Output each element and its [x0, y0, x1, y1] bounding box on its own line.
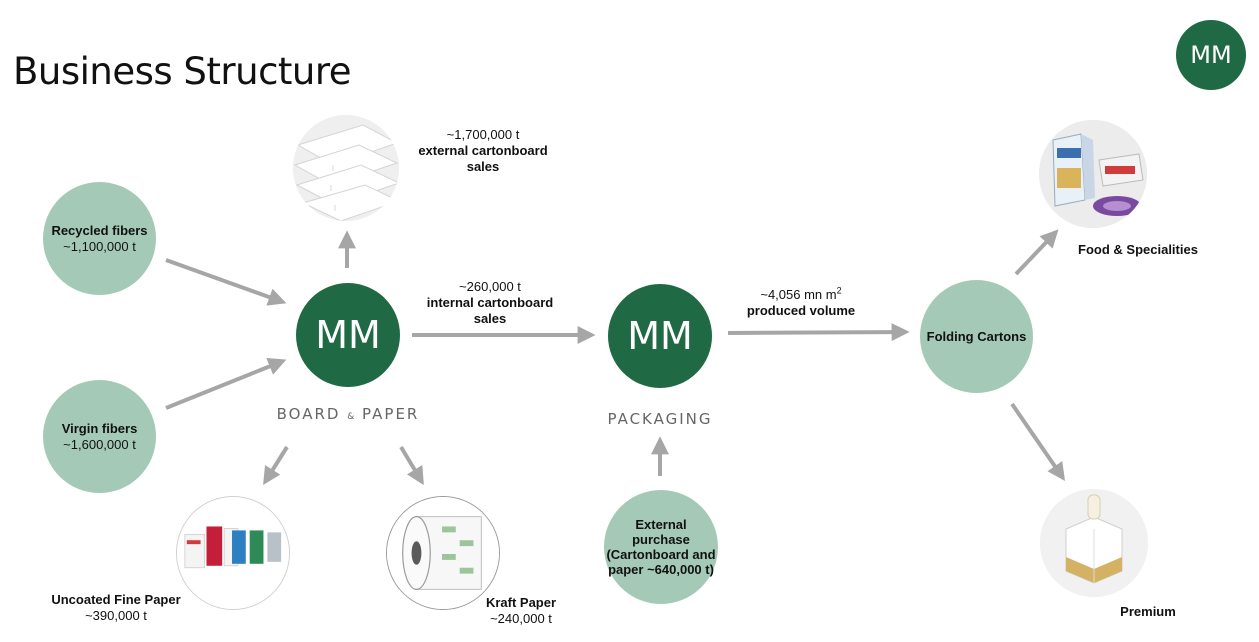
- kraft-paper-label: Kraft Paper ~240,000 t: [474, 595, 568, 627]
- external-purchase-node: External purchase (Cartonboard and paper…: [604, 490, 718, 604]
- uncoated-paper-amount: ~390,000 t: [85, 608, 147, 623]
- arrow-virgin-to-board: [165, 358, 287, 410]
- external-sales-text: ~1,700,000 t external cartonboard sales: [418, 127, 548, 174]
- board-paper-logo: MM: [296, 283, 400, 387]
- kraft-paper-amount: ~240,000 t: [490, 611, 552, 626]
- recycled-fibers-name: Recycled fibers: [51, 222, 148, 238]
- packaging-logo: MM: [608, 284, 712, 388]
- virgin-fibers-name: Virgin fibers: [61, 420, 138, 436]
- cartonboard-stack-image: [293, 115, 399, 221]
- uncoated-paper-name: Uncoated Fine Paper: [51, 592, 181, 607]
- food-packaging-image: [1039, 120, 1147, 228]
- arrow-board-to-uncoated: [263, 445, 289, 486]
- folding-cartons-name: Folding Cartons: [926, 328, 1027, 344]
- uncoated-paper-label: Uncoated Fine Paper ~390,000 t: [44, 592, 188, 624]
- arrow-recycled-to-board: [165, 258, 287, 306]
- mm-logo-top: MM: [1176, 20, 1246, 90]
- arrow-folding-to-food: [1014, 229, 1059, 276]
- virgin-fibers-amount: ~1,600,000 t: [63, 436, 136, 452]
- premium-packaging-image: [1040, 489, 1148, 597]
- recycled-fibers-amount: ~1,100,000 t: [63, 238, 136, 254]
- food-specialities-label: Food & Specialities: [1078, 242, 1198, 257]
- kraft-paper-roll-image: [386, 496, 500, 610]
- premium-label: Premium: [1120, 604, 1176, 619]
- kraft-paper-name: Kraft Paper: [485, 595, 557, 610]
- arrow-folding-to-premium: [1010, 402, 1066, 481]
- page-title: Business Structure: [13, 50, 352, 93]
- arrow-board-to-kraft: [399, 445, 424, 486]
- virgin-fibers-node: Virgin fibers ~1,600,000 t: [43, 380, 156, 493]
- folding-cartons-node: Folding Cartons: [920, 280, 1033, 393]
- board-paper-label: BOARD & PAPER: [276, 405, 420, 423]
- uncoated-paper-image: [176, 496, 290, 610]
- internal-sales-text: ~260,000 t internal cartonboard sales: [426, 279, 554, 326]
- packaging-label: PACKAGING: [607, 410, 713, 428]
- arrow-packaging-to-folding: [727, 323, 910, 342]
- recycled-fibers-node: Recycled fibers ~1,100,000 t: [43, 182, 156, 295]
- produced-volume-text: ~4,056 mn m2 produced volume: [746, 285, 856, 318]
